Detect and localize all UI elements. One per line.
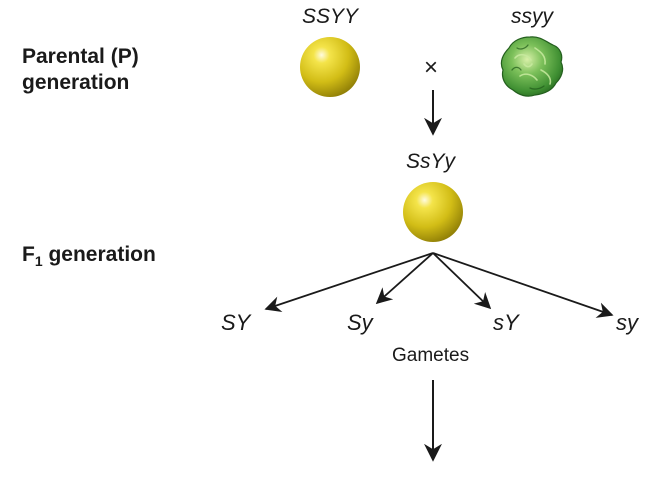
gamete-sy: sy xyxy=(616,310,638,335)
gamete-sY: sY xyxy=(493,310,519,335)
f1-generation-label: F1 generation xyxy=(22,242,156,274)
f1-yellow-seed-icon xyxy=(403,182,463,242)
cross-symbol: × xyxy=(424,54,439,81)
gametes-caption: Gametes xyxy=(392,345,470,366)
gamete-Sy: Sy xyxy=(347,310,373,335)
genotype-SSYY: SSYY xyxy=(302,5,359,28)
arrow-gamete-Sy xyxy=(375,252,434,305)
parental-label-line1: Parental (P) xyxy=(22,45,139,68)
wrinkled-green-seed-icon xyxy=(500,36,564,97)
arrow-gamete-sy xyxy=(432,252,614,318)
arrow-gamete-SY xyxy=(264,252,434,313)
genotype-ssyy: ssyy xyxy=(511,5,553,28)
parental-generation-label: Parental (P) generation xyxy=(22,44,139,96)
gamete-SY: SY xyxy=(221,310,251,335)
genotype-SsYy: SsYy xyxy=(406,150,456,173)
f1-label-rest: generation xyxy=(42,243,156,266)
parental-label-line2: generation xyxy=(22,71,130,94)
f1-label-main: F xyxy=(22,243,35,266)
smooth-yellow-seed-icon xyxy=(300,37,360,97)
arrow-gamete-sY xyxy=(432,252,492,310)
f1-label-sub: 1 xyxy=(34,253,43,270)
